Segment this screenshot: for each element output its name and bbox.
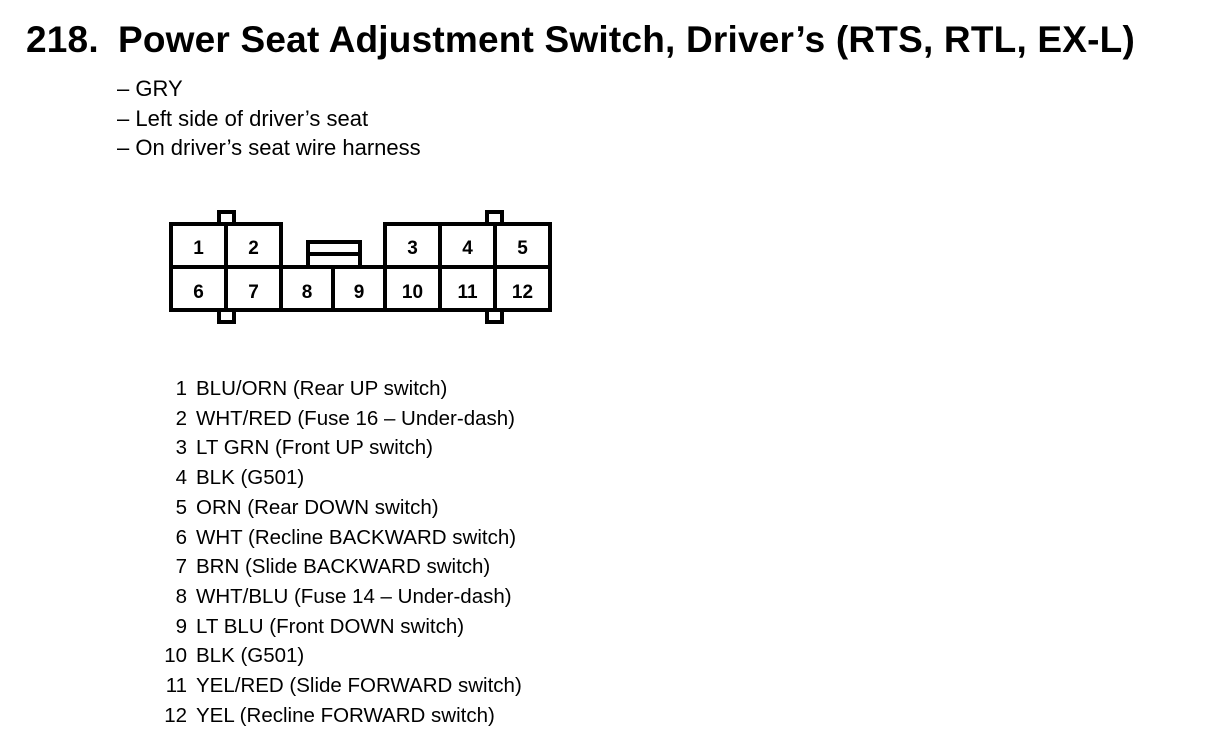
pin-row: 1 BLU/ORN (Rear UP switch) (160, 374, 522, 404)
connector-notes: – GRY – Left side of driver’s seat – On … (117, 74, 421, 163)
pin-description: BLK (G501) (196, 644, 305, 668)
pin-list: 1 BLU/ORN (Rear UP switch) 2 WHT/RED (Fuse… (160, 374, 522, 730)
pin-row: 12 YEL (Recline FORWARD switch) (160, 701, 522, 731)
pin-row: 4 BLK (G501) (160, 463, 522, 493)
connector-face: 1 2 3 4 5 6 7 8 9 10 11 12 (169, 210, 552, 324)
pin-row: 8 WHT/BLU (Fuse 14 – Under-dash) (160, 582, 522, 612)
pin-number: 7 (175, 555, 187, 579)
pin-row: 6 WHT (Recline BACKWARD switch) (160, 523, 522, 553)
pin-row: 10 BLK (G501) (160, 641, 522, 671)
pin-row: 9 LT BLU (Front DOWN switch) (160, 612, 522, 642)
connector-diagram: 1 2 3 4 5 6 7 8 9 10 11 12 (165, 207, 565, 337)
pin-description: WHT (Recline BACKWARD switch) (196, 525, 517, 549)
pin-row: 2 WHT/RED (Fuse 16 – Under-dash) (160, 404, 522, 434)
cavity-label: 11 (457, 282, 478, 303)
cavity-label: 1 (193, 238, 204, 259)
cavity-label: 10 (402, 282, 423, 303)
pin-description: BLK (G501) (196, 466, 305, 490)
pin-description: WHT/BLU (Fuse 14 – Under-dash) (196, 584, 512, 608)
cavity-label: 12 (512, 282, 533, 303)
pin-number: 2 (175, 406, 187, 430)
pin-description: YEL (Recline FORWARD switch) (196, 703, 495, 727)
pin-row: 7 BRN (Slide BACKWARD switch) (160, 552, 522, 582)
cavity-label: 5 (517, 238, 528, 259)
pin-description: BLU/ORN (Rear UP switch) (196, 377, 448, 400)
cavity-label: 8 (302, 282, 313, 303)
pin-row: 5 ORN (Rear DOWN switch) (160, 493, 522, 523)
pin-description: LT BLU (Front DOWN switch) (196, 614, 465, 638)
cavity-label: 9 (354, 282, 365, 303)
connector-key-top-right (485, 210, 504, 226)
connector-key-bottom-left (217, 308, 236, 324)
note-harness: – On driver’s seat wire harness (117, 135, 421, 160)
pin-description: YEL/RED (Slide FORWARD switch) (196, 674, 522, 698)
pin-row: 11 YEL/RED (Slide FORWARD switch) (160, 671, 522, 701)
section-number: 218. (26, 19, 99, 60)
pin-number: 6 (175, 525, 187, 549)
pin-description: WHT/RED (Fuse 16 – Under-dash) (196, 406, 515, 430)
pin-number: 8 (175, 584, 187, 608)
cavity-label: 7 (248, 282, 259, 303)
pin-number: 1 (175, 377, 187, 400)
note-color: – GRY (117, 76, 183, 101)
pin-number: 10 (164, 644, 187, 668)
cavity-label: 4 (462, 238, 473, 259)
page-title: 218. Power Seat Adjustment Switch, Driver… (26, 18, 1135, 62)
cavity-label: 2 (248, 238, 259, 259)
connector-key-bottom-right (485, 308, 504, 324)
pin-row: 3 LT GRN (Front UP switch) (160, 433, 522, 463)
note-location: – Left side of driver’s seat (117, 105, 369, 131)
pin-description: BRN (Slide BACKWARD switch) (196, 555, 491, 579)
pin-number: 9 (175, 614, 187, 638)
pin-number: 5 (175, 495, 187, 519)
pin-number: 11 (165, 674, 187, 698)
pin-number: 4 (175, 466, 187, 490)
pin-number: 3 (175, 436, 187, 460)
cavity-label: 6 (193, 282, 204, 303)
cavity-label: 3 (407, 238, 418, 259)
pin-number: 12 (164, 703, 187, 727)
pin-description: LT GRN (Front UP switch) (196, 436, 433, 460)
connector-key-top-left (217, 210, 236, 226)
pin-description: ORN (Rear DOWN switch) (196, 495, 439, 519)
section-title: Power Seat Adjustment Switch, Driver’s (… (118, 19, 1136, 60)
